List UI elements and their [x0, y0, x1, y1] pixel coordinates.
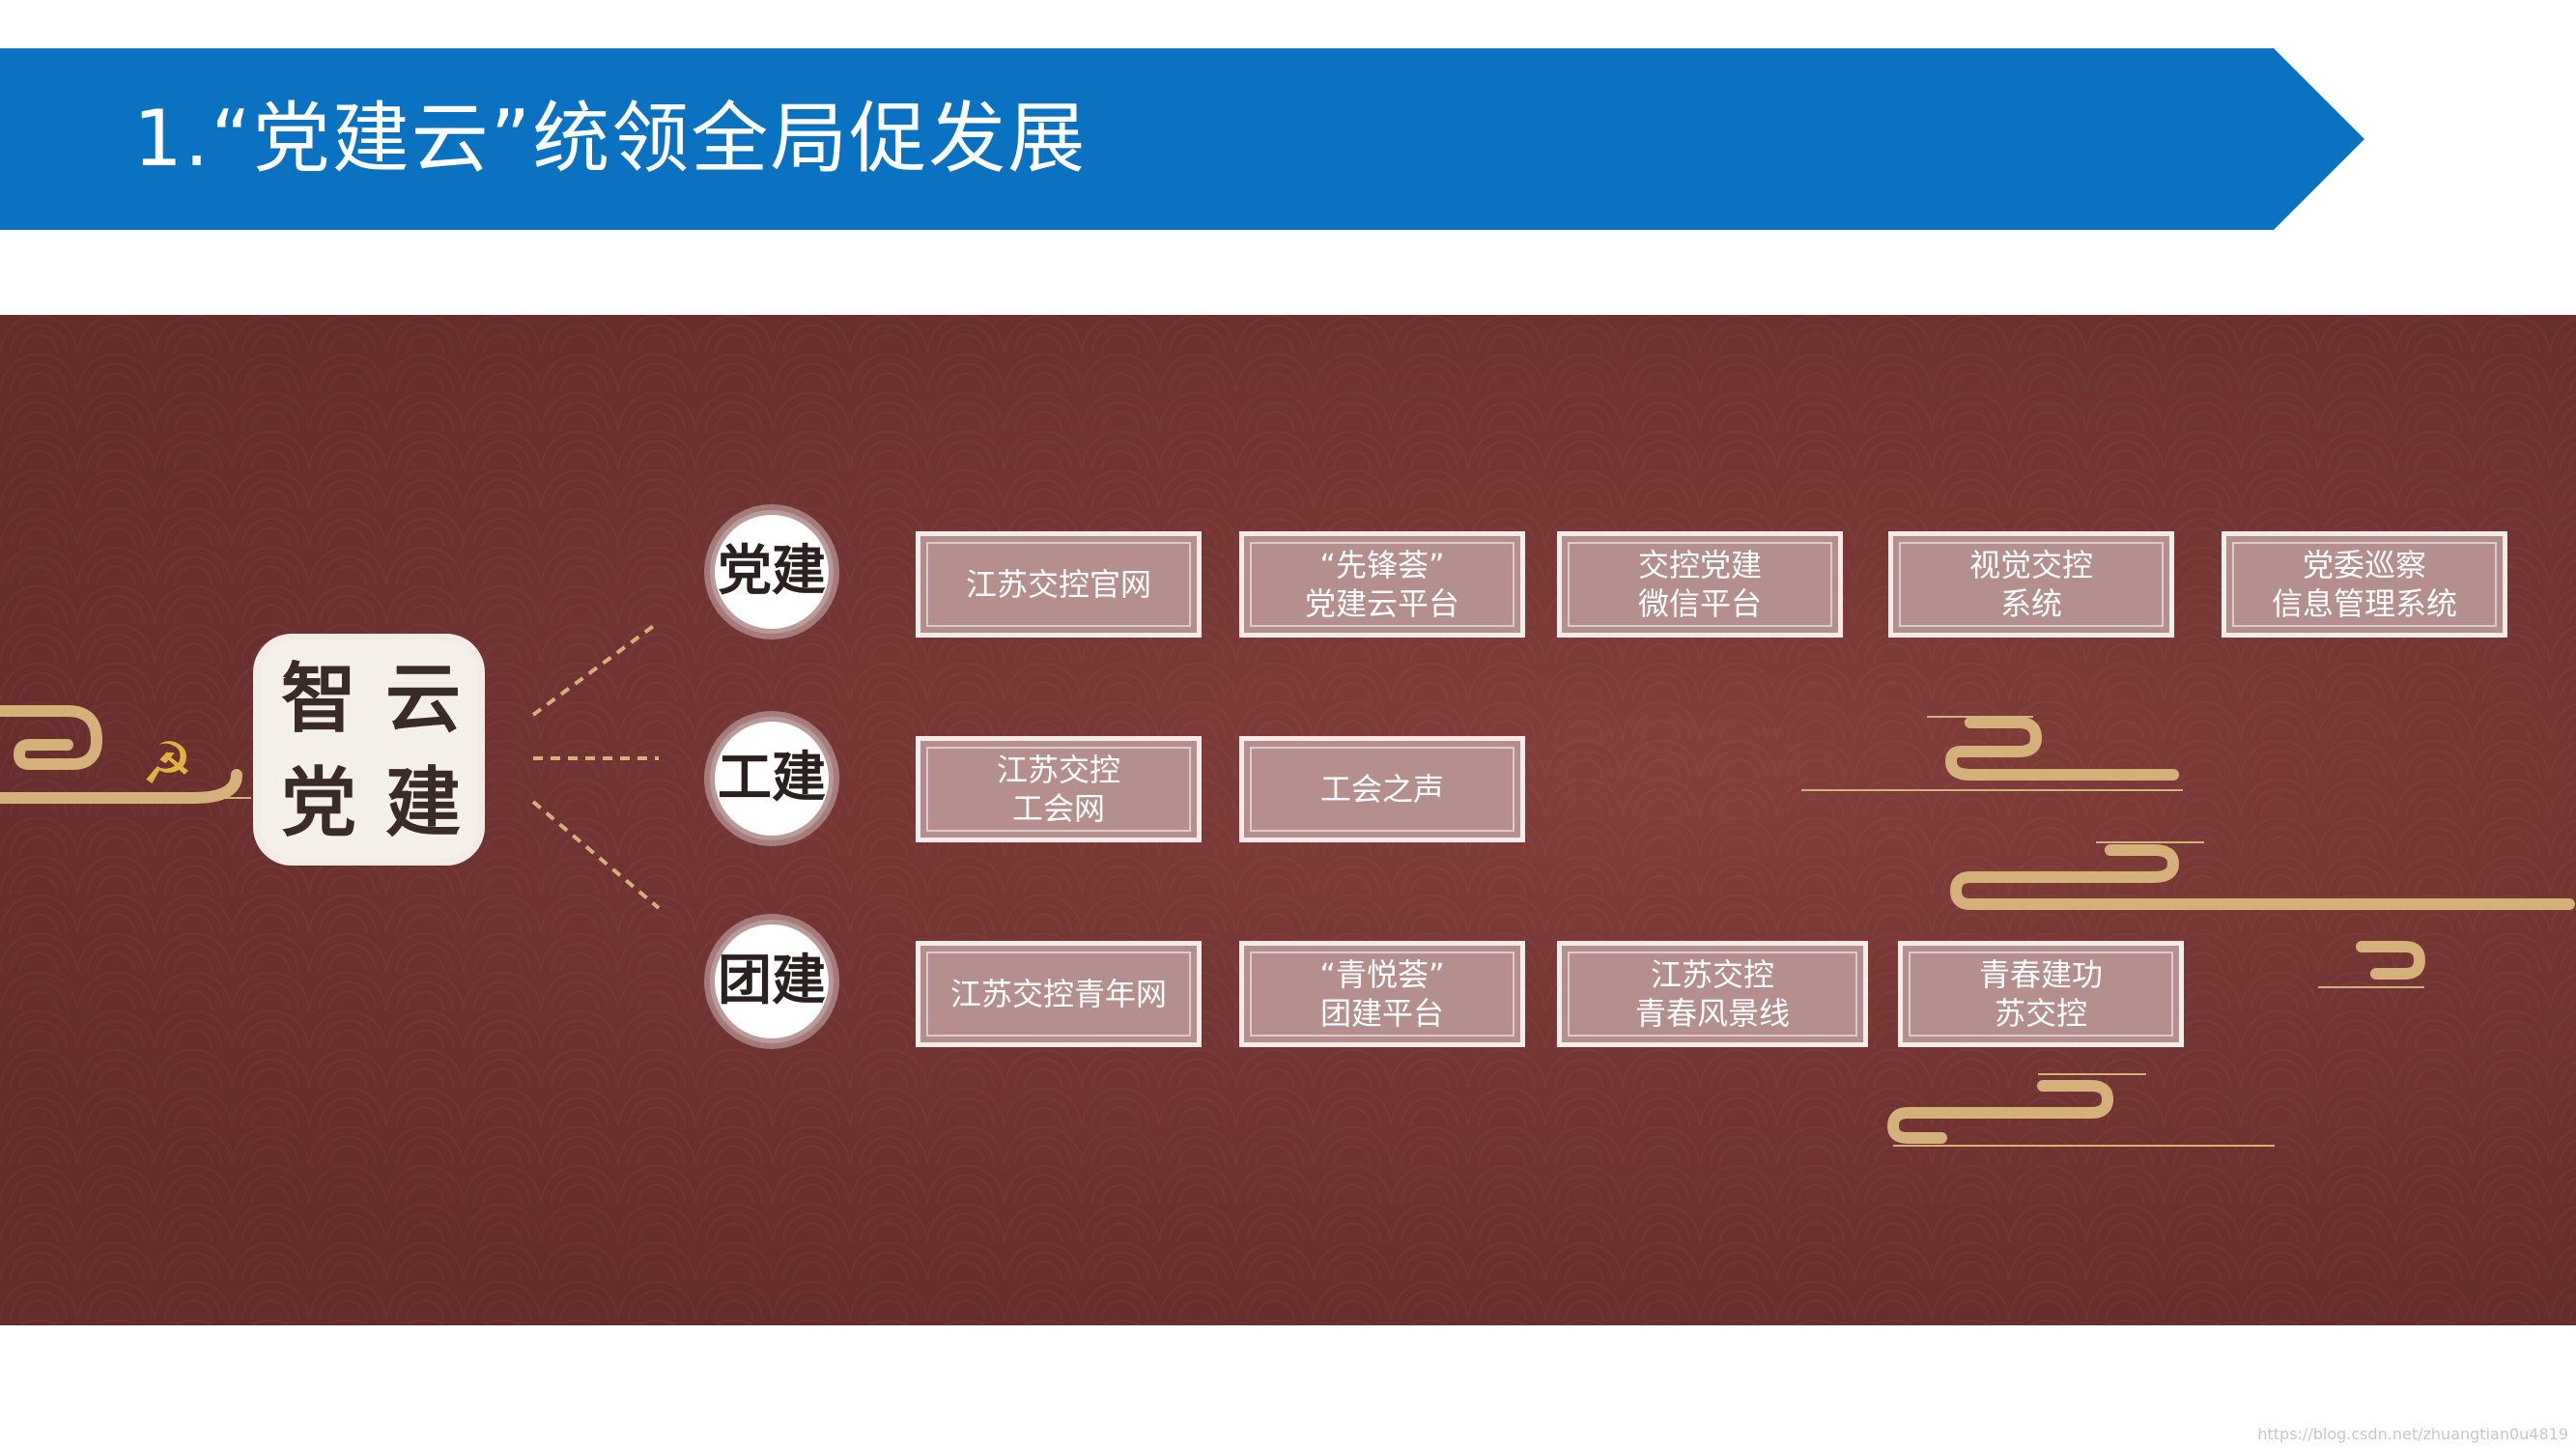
item-union-voice[interactable]: 工会之声: [1239, 736, 1525, 842]
item-youth-scenery-line[interactable]: 江苏交控 青春风景线: [1557, 941, 1868, 1047]
item-label: 交控党建 微信平台: [1637, 547, 1762, 622]
item-qingyuehui-platform[interactable]: “青悦荟” 团建平台: [1239, 941, 1525, 1047]
item-inspection-management-system[interactable]: 党委巡察 信息管理系统: [2222, 531, 2507, 638]
category-tuanjian: 团建: [710, 920, 834, 1043]
category-gongjian: 工建: [710, 717, 834, 840]
title-banner: 1.“党建云”统领全局促发展: [0, 48, 2364, 230]
logo-char: 党: [280, 759, 356, 847]
zhiyun-dangjian-logo: 智 云 党 建: [253, 634, 485, 866]
item-youth-achievement[interactable]: 青春建功 苏交控: [1898, 941, 2184, 1047]
item-youth-website[interactable]: 江苏交控青年网: [916, 941, 1202, 1047]
item-label: 青春建功 苏交控: [1978, 956, 2103, 1032]
page-title: 1.“党建云”统领全局促发展: [133, 94, 1088, 184]
hammer-sickle-icon: ☭: [141, 730, 193, 798]
connector-line-bottom: [531, 800, 661, 910]
item-label: 江苏交控 青春风景线: [1634, 956, 1790, 1032]
item-visual-jiaokong-system[interactable]: 视觉交控 系统: [1888, 531, 2174, 638]
category-dangjian: 党建: [710, 510, 834, 634]
cloud-decoration-right: [1886, 717, 2575, 1144]
cloud-decoration-left: [0, 705, 242, 804]
cloud-lines-right: [1801, 716, 2424, 1147]
content-panel: ☭ 智 云 党 建 党建 江苏交控官网 “先锋荟” 党建云平台 交控党建 微信平…: [0, 315, 2576, 1325]
item-xianfenghui-platform[interactable]: “先锋荟” 党建云平台: [1239, 531, 1525, 638]
item-label: 工会之声: [1319, 771, 1444, 808]
item-label: “青悦荟” 团建平台: [1319, 956, 1445, 1032]
item-label: 党委巡察 信息管理系统: [2271, 547, 2457, 622]
item-jiangsu-jiaokong-official-site[interactable]: 江苏交控官网: [916, 531, 1202, 638]
logo-char: 云: [384, 655, 461, 743]
item-union-website[interactable]: 江苏交控 工会网: [916, 736, 1202, 842]
item-label: 江苏交控 工会网: [996, 752, 1120, 827]
item-label: 视觉交控 系统: [1968, 547, 2093, 622]
item-party-wechat-platform[interactable]: 交控党建 微信平台: [1557, 531, 1843, 638]
item-label: 江苏交控青年网: [949, 976, 1167, 1012]
logo-char: 建: [384, 759, 461, 847]
logo-char: 智: [280, 655, 356, 743]
item-label: “先锋荟” 党建云平台: [1304, 547, 1459, 622]
connector-line-top: [531, 620, 661, 717]
decorative-lines: [0, 620, 2575, 1147]
item-label: 江苏交控官网: [965, 566, 1151, 603]
watermark-text: https://blog.csdn.net/zhuangtian0u4819: [2257, 1425, 2568, 1443]
